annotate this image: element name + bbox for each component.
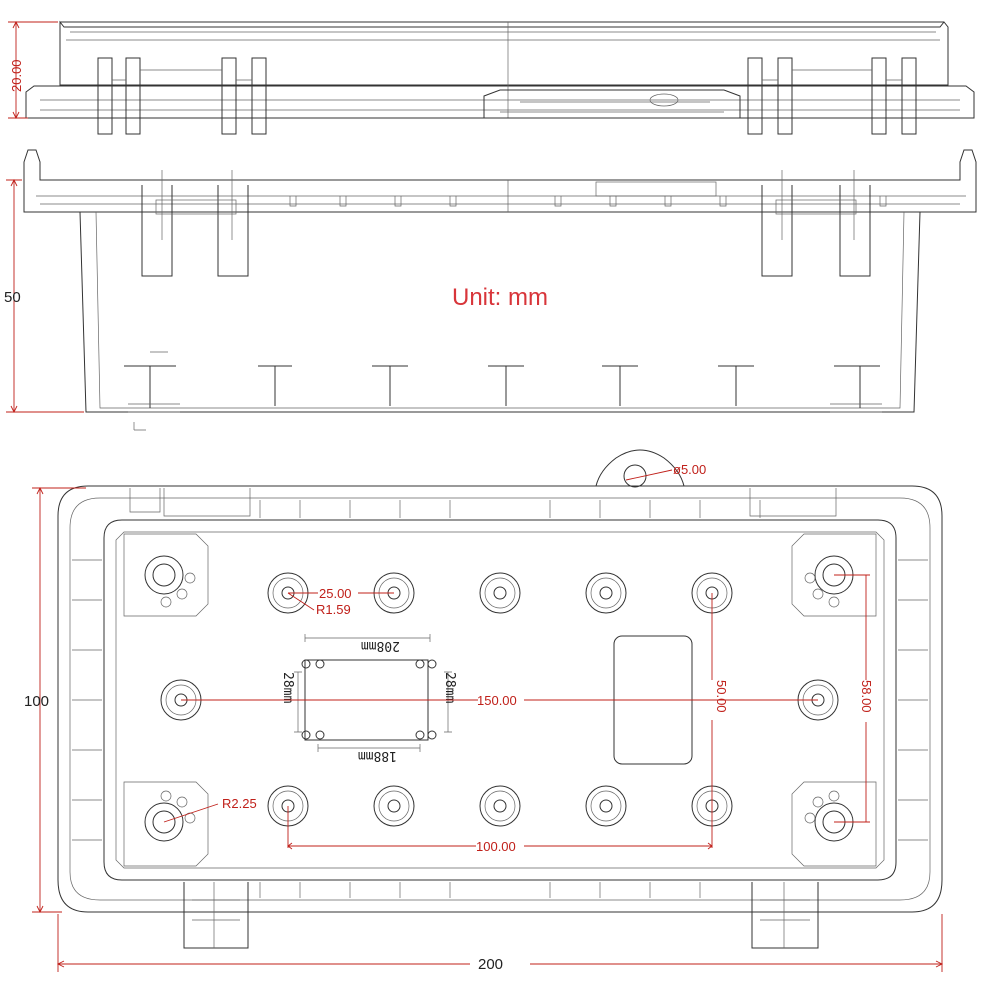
side-view: 20.00: [8, 20, 975, 135]
pcb-top-label: 208mm: [361, 638, 400, 653]
pcb-left-label: 28mm: [280, 672, 295, 703]
hole-span-total-label: 150.00: [477, 693, 517, 708]
hole-spacing-label: 25.00: [319, 586, 352, 601]
hole-span-bottom-label: 100.00: [476, 839, 516, 854]
overall-dimensions: [32, 486, 944, 972]
top-view: 208mm 188mm 28mm 28mm: [57, 449, 943, 949]
corner-radius-label: R2.25: [222, 796, 257, 811]
front-view: 50 Unit: mm: [4, 149, 977, 431]
unit-label: Unit: mm: [452, 284, 548, 311]
hanging-hole-label: ø5.00: [673, 462, 706, 477]
side-height-label: 20.00: [9, 59, 24, 92]
front-height-label: 50: [4, 289, 21, 306]
overall-height-label: 100: [24, 693, 49, 710]
hole-span-vertical-label: 50.00: [714, 680, 729, 713]
corner-spacing-label: 58.00: [859, 680, 874, 713]
pcb-right-label: 28mm: [442, 672, 457, 703]
pcb-bottom-label: 188mm: [358, 748, 397, 763]
overall-width-label: 200: [478, 956, 503, 973]
hole-radius-label: R1.59: [316, 602, 351, 617]
